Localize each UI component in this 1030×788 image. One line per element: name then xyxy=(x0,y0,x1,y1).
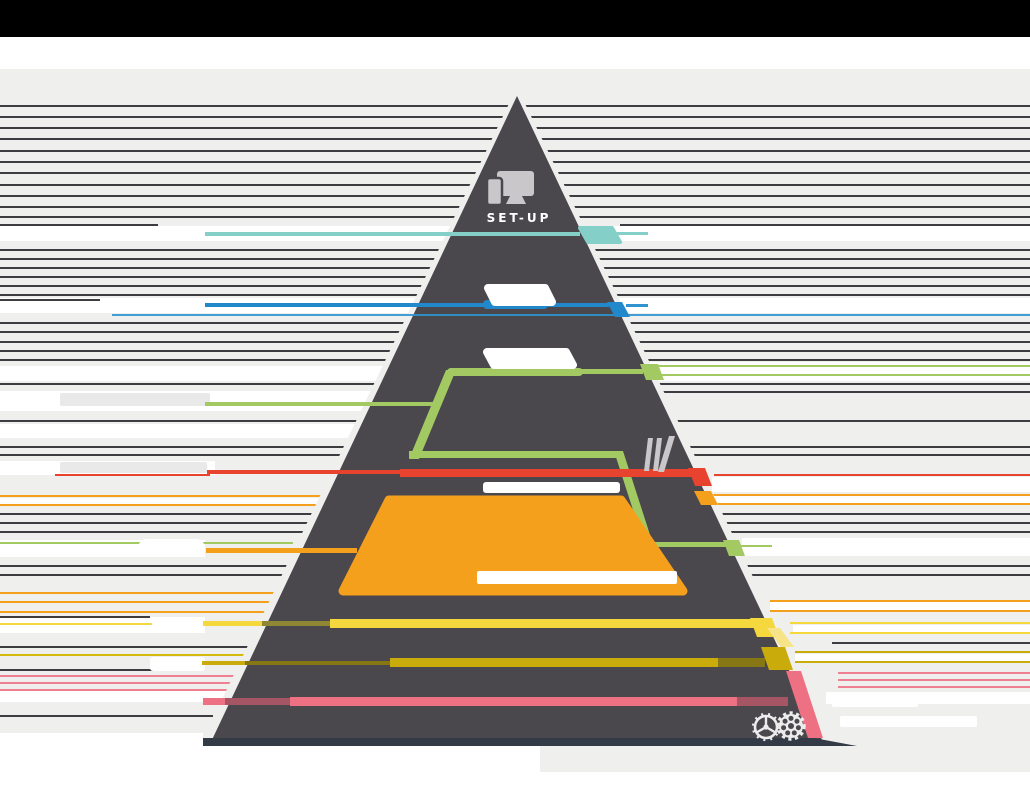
level-hairline xyxy=(0,601,273,603)
bottom-left-white xyxy=(0,733,203,772)
level-hairline xyxy=(690,503,1030,505)
bottom-white-band xyxy=(0,772,1030,788)
gears-icon xyxy=(751,711,806,742)
level-6-line xyxy=(203,618,794,647)
label-patch-redacted xyxy=(150,657,205,671)
level-1-setup-line xyxy=(205,226,648,244)
level-5-leader xyxy=(206,548,357,553)
redacted-row xyxy=(0,424,460,438)
level-hairline xyxy=(690,494,1030,496)
level-4-line xyxy=(207,468,712,486)
level-hairline xyxy=(740,545,772,547)
level-4-edge-tab xyxy=(688,468,712,486)
level-hairline xyxy=(0,654,250,656)
label-patch-redacted xyxy=(138,539,205,557)
gear-hole xyxy=(782,718,788,724)
level-5-block xyxy=(206,491,718,596)
rule-line xyxy=(0,646,248,648)
level-1-label: SET-UP xyxy=(487,211,552,225)
level-1-edge-tab xyxy=(578,226,622,244)
rule-line xyxy=(0,616,150,618)
redacted-row xyxy=(795,654,1030,661)
level-2-underline xyxy=(112,314,1030,316)
level-hairline xyxy=(0,611,269,613)
level-hairline xyxy=(655,374,1030,376)
redacted-row xyxy=(712,477,1030,492)
label-patch-redacted xyxy=(60,393,210,406)
bars-icon xyxy=(644,436,675,472)
level-8-edge-band xyxy=(786,671,823,738)
rule-line xyxy=(0,715,213,717)
level-7-edge-tab xyxy=(761,647,793,670)
gear-hole xyxy=(788,715,794,721)
level-7-line xyxy=(202,647,793,670)
level-8-line xyxy=(203,671,823,738)
level-hairline xyxy=(0,495,330,497)
bottom-left-white-2 xyxy=(203,746,540,772)
gear-hole xyxy=(794,718,800,724)
level-5-title-redacted xyxy=(483,482,620,493)
devices-icon xyxy=(485,171,534,207)
level-hairline xyxy=(0,675,237,677)
level-hairline xyxy=(790,632,1030,634)
rule-line xyxy=(0,224,158,226)
top-black-bar xyxy=(0,0,1030,37)
label-patch-redacted xyxy=(840,716,977,727)
level-hairline xyxy=(770,610,1030,612)
level-3-title-redacted xyxy=(483,348,577,369)
level-3-edge-tab xyxy=(640,364,664,380)
redacted-row xyxy=(0,691,240,702)
level-hairline xyxy=(55,474,210,476)
redacted-row xyxy=(0,498,330,504)
redacted-row xyxy=(0,366,450,381)
rule-line xyxy=(832,642,1030,644)
gear-hole xyxy=(785,730,791,736)
level-2-title-redacted xyxy=(484,284,556,306)
redacted-row xyxy=(793,625,1030,632)
label-patch-redacted xyxy=(60,462,207,473)
label-patch-redacted xyxy=(832,697,918,707)
level-hairline xyxy=(0,623,152,625)
level-hairline xyxy=(714,474,1030,476)
redacted-row xyxy=(690,496,1030,504)
gear-hole xyxy=(781,725,787,731)
redacted-row xyxy=(742,538,1030,556)
gear-hole xyxy=(795,725,801,731)
level-5-subtitle-redacted xyxy=(477,571,677,584)
level-hairline xyxy=(0,504,330,506)
level-hairline xyxy=(838,679,1030,681)
level-hairline xyxy=(655,365,1030,367)
level-hairline xyxy=(0,682,237,684)
level-2-edge-tab xyxy=(607,302,630,317)
level-hairline xyxy=(770,600,1030,602)
level-hairline xyxy=(0,592,343,594)
level-hairline xyxy=(0,689,237,691)
rule-line xyxy=(0,669,188,671)
level-hairline xyxy=(790,622,1030,624)
level-3b-edge-tab xyxy=(723,540,745,556)
rule-line xyxy=(620,224,1030,226)
level-hairline xyxy=(838,672,1030,674)
level-5-edge-tab xyxy=(694,491,718,505)
gear-hole xyxy=(791,730,797,736)
redacted-row xyxy=(770,602,1030,610)
rule-line xyxy=(0,299,100,301)
pyramid-base-shadow xyxy=(202,738,857,746)
level-hairline xyxy=(795,661,1030,663)
top-white-band xyxy=(0,37,1030,69)
level-hairline xyxy=(838,686,1030,688)
level-hairline xyxy=(795,651,1030,653)
redacted-row xyxy=(648,362,1030,381)
